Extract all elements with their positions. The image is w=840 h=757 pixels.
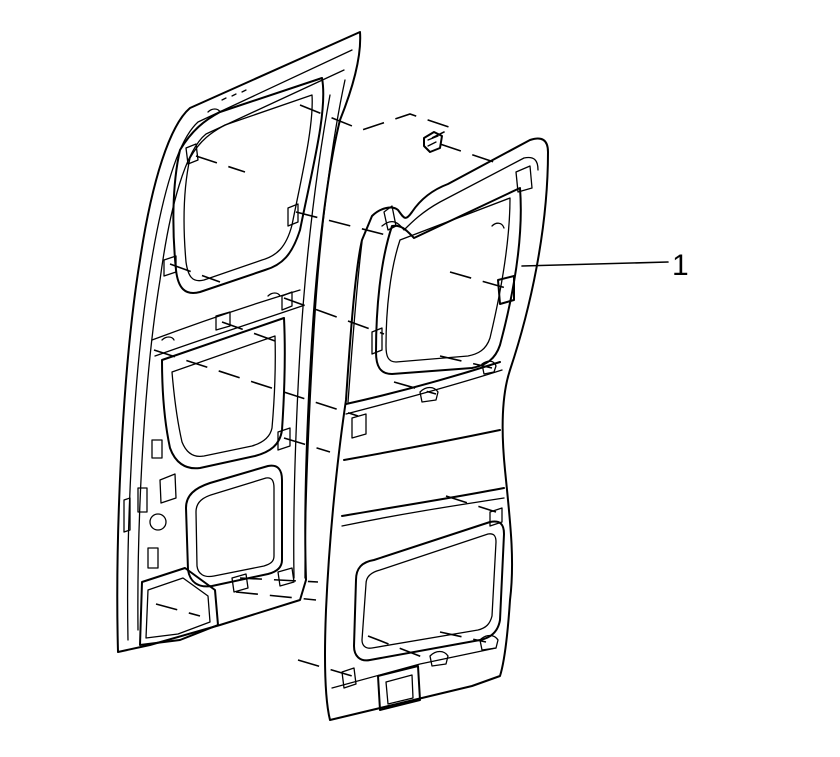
callout-leader-line: [521, 261, 669, 267]
door-frame: [116, 31, 362, 653]
alignment-lines: [153, 104, 507, 677]
callout-label: 1: [672, 249, 689, 282]
callout-1: 1: [521, 249, 689, 282]
door-trim-panel: [324, 137, 549, 721]
